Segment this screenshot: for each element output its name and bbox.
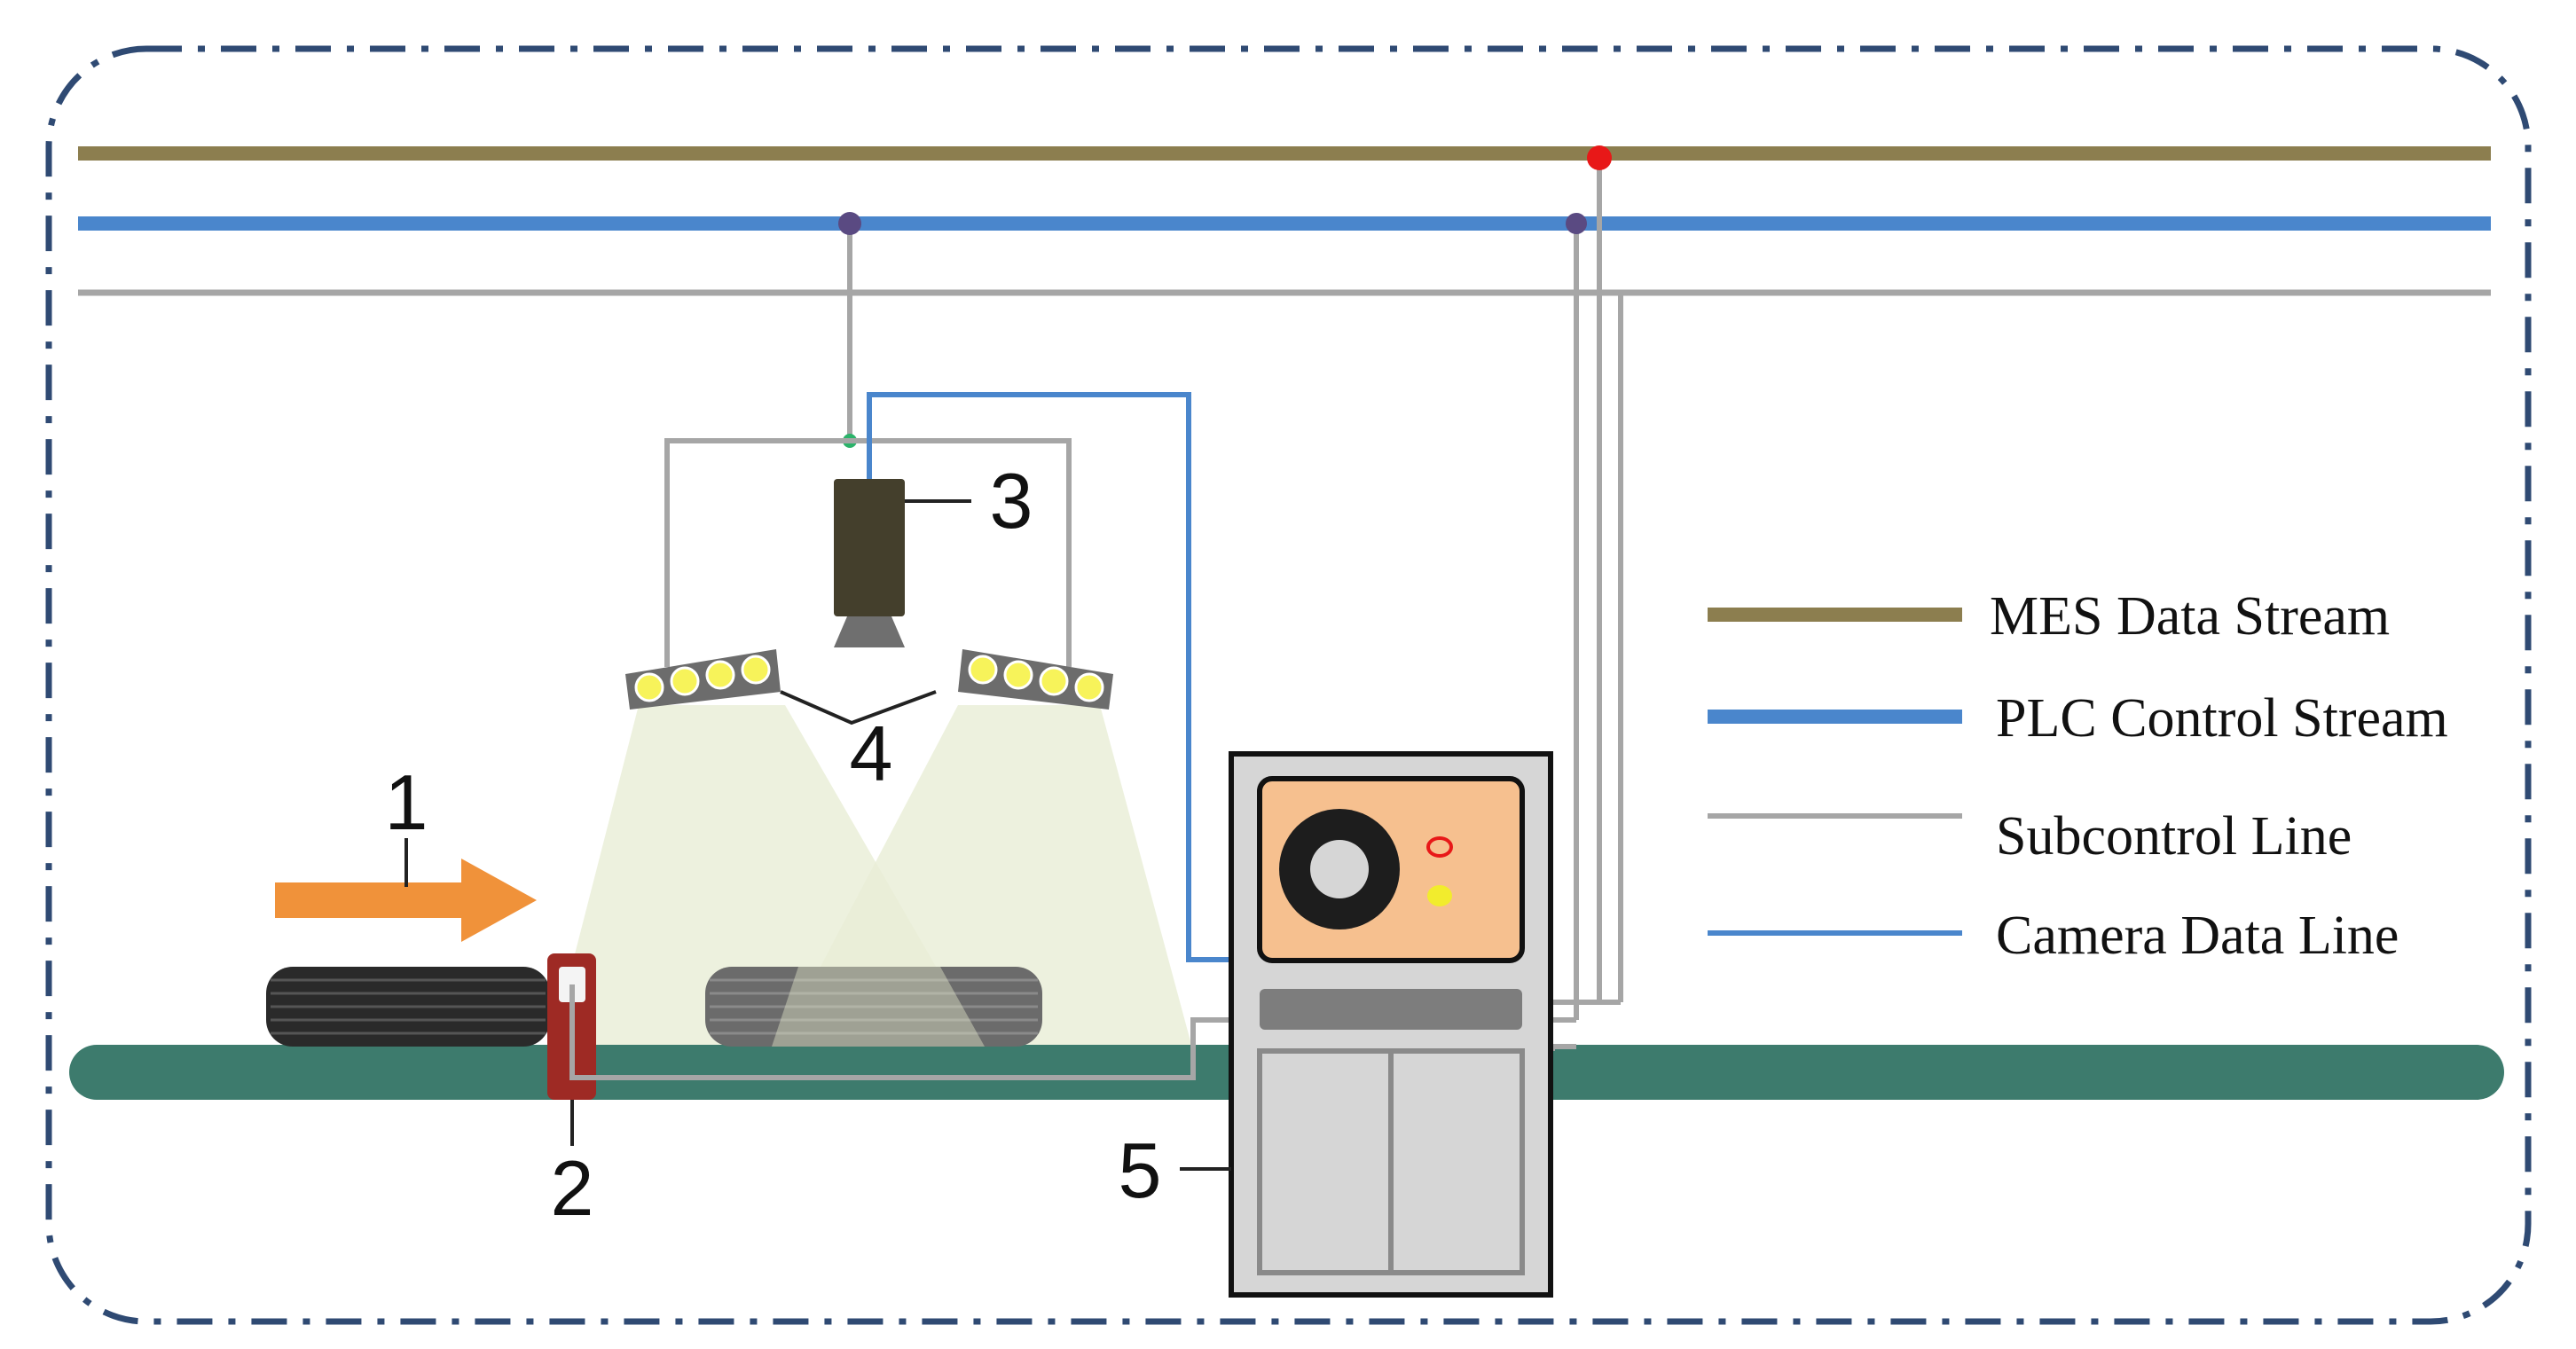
- label-sensor-number: 2: [551, 1144, 594, 1232]
- tire-under-inspection: [705, 967, 1042, 1047]
- status-led-red: [1426, 836, 1453, 858]
- legend-label-subcontrol: Subcontrol Line: [1996, 806, 2352, 867]
- camera-data-line-path: [867, 392, 1231, 962]
- label-camera-number: 3: [990, 457, 1033, 545]
- control-cabinet: [1229, 751, 1553, 1298]
- lights-callout-line: [780, 690, 937, 725]
- system-boundary-frame: [45, 45, 2532, 1325]
- legend-label-plc: PLC Control Stream: [1996, 688, 2448, 749]
- sensor-subcontrol-cable: [569, 984, 1231, 1080]
- light-bar-left: [625, 649, 781, 710]
- camera: [834, 479, 905, 647]
- cabinet-slot: [1260, 989, 1522, 1030]
- legend-label-camera-data: Camera Data Line: [1996, 906, 2399, 966]
- status-led-yellow: [1427, 885, 1452, 906]
- cabinet-door-left: [1257, 1048, 1394, 1275]
- cabinet-door-right: [1388, 1048, 1525, 1275]
- plc-junction-controller: [1566, 213, 1587, 234]
- label-lights-number: 4: [850, 710, 893, 797]
- legend: MES Data Stream PLC Control Stream Subco…: [1708, 586, 2448, 966]
- label-controller-number: 5: [1119, 1126, 1162, 1214]
- light-cone-right: [776, 705, 1193, 1051]
- label-direction-number: 1: [385, 758, 428, 846]
- plc-junction-camera: [838, 212, 861, 235]
- conveyor-direction-arrow: [275, 859, 537, 942]
- light-bar-right: [958, 649, 1113, 710]
- legend-label-mes: MES Data Stream: [1990, 586, 2390, 647]
- mes-junction-controller: [1587, 145, 1612, 170]
- tire-incoming: [266, 967, 550, 1047]
